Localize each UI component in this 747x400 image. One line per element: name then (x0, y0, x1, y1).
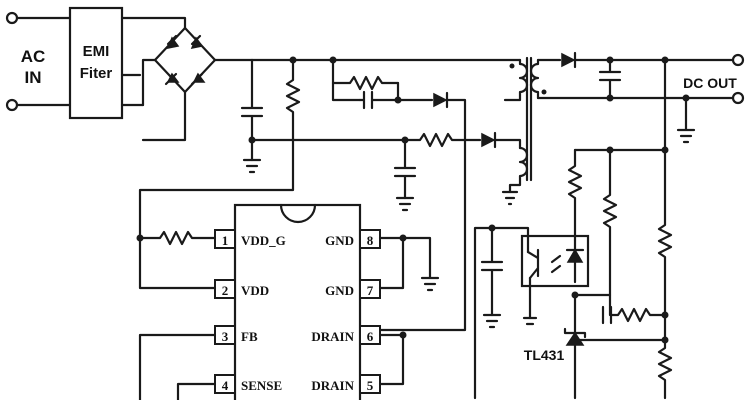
flyback-transformer (503, 56, 547, 182)
emi-filter: EMI Fiter (68, 6, 187, 120)
feedback-network: TL431 (524, 146, 673, 400)
pin-name-fb: FB (241, 329, 258, 344)
pin-name-vdd-g: VDD_G (241, 233, 286, 248)
controller-ic: 1 2 3 4 8 7 6 5 VDD_G VDD FB SENSE GND G… (138, 203, 440, 400)
optocoupler-box (520, 234, 590, 288)
bulk-capacitor (240, 58, 264, 174)
dc-out-label: DC OUT (683, 75, 737, 91)
optocoupler (473, 226, 590, 400)
pin-number-4: 4 (222, 378, 229, 393)
pin-name-gnd-8: GND (325, 233, 354, 248)
aux-winding-supply (250, 131, 529, 212)
pin-number-6: 6 (367, 329, 374, 344)
ac-input: AC IN (5, 11, 72, 112)
pin-name-vdd: VDD (241, 283, 269, 298)
emi-label-line1: EMI (83, 43, 110, 60)
ic-body (233, 203, 362, 400)
ac-in-label-line1: AC (21, 47, 46, 66)
pin-name-drain-6: DRAIN (311, 329, 354, 344)
fb-capacitor (480, 224, 504, 329)
pin-number-7: 7 (367, 283, 374, 298)
tl431-label: TL431 (524, 347, 565, 363)
pin-number-3: 3 (222, 329, 229, 344)
bridge-rectifier (141, 26, 254, 142)
ac-in-label-line2: IN (25, 68, 42, 87)
pin-name-sense: SENSE (241, 378, 282, 393)
ac-terminal-top (5, 11, 19, 25)
pin-number-1: 1 (222, 233, 229, 248)
emi-filter-box (68, 6, 124, 120)
output-stage: DC OUT (536, 51, 745, 152)
dc-out-terminal-bottom (731, 91, 745, 105)
pin-number-2: 2 (222, 283, 229, 298)
pin-name-gnd-7: GND (325, 283, 354, 298)
emi-label-line2: Fiter (80, 65, 113, 82)
ac-terminal-bottom (5, 98, 19, 112)
pin-number-5: 5 (367, 378, 374, 393)
dc-out-terminal-top (731, 53, 745, 67)
pin-number-8: 8 (367, 233, 374, 248)
pin-name-drain-5: DRAIN (311, 378, 354, 393)
rcd-snubber (331, 58, 467, 332)
